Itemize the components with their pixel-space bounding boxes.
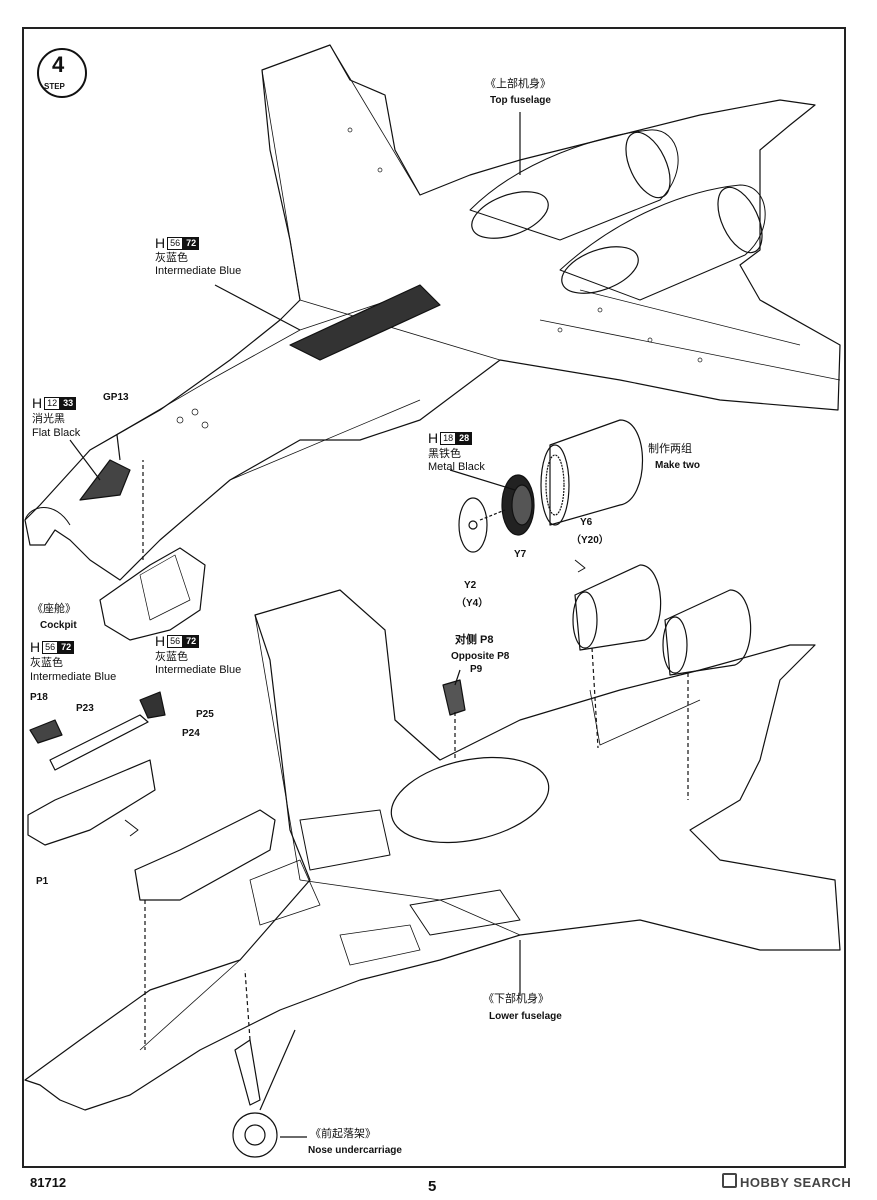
part-p18 bbox=[29, 719, 63, 744]
paint-2-en: Metal Black bbox=[428, 461, 485, 473]
paint-4-en: Intermediate Blue bbox=[155, 664, 242, 676]
part-p23 bbox=[49, 714, 149, 771]
part-p25 bbox=[139, 691, 166, 719]
watermark-logo-icon bbox=[722, 1173, 737, 1188]
nose-gear-strut bbox=[234, 1039, 261, 1106]
lower-fuselage-cn: 《下部机身》 bbox=[483, 993, 549, 1005]
top-fuselage-en: Top fuselage bbox=[490, 95, 551, 106]
cockpit-cn: 《座舱》 bbox=[32, 603, 76, 615]
paint-0-cn: 灰蓝色 bbox=[155, 252, 188, 264]
nose-undercarriage-en: Nose undercarriage bbox=[308, 1145, 402, 1156]
step-number: 4 bbox=[52, 52, 65, 77]
lower-nozzle-left bbox=[574, 564, 662, 651]
make-two-en: Make two bbox=[655, 460, 701, 471]
nozzle-y6 bbox=[549, 419, 644, 526]
part-p18-label: P18 bbox=[30, 692, 48, 703]
paint-1-cn: 消光黑 bbox=[32, 413, 65, 425]
paint-1-en: Flat Black bbox=[32, 427, 81, 439]
nose-bay-panel bbox=[134, 809, 276, 901]
product-code: 81712 bbox=[30, 1175, 67, 1190]
part-y4-label: （Y4） bbox=[456, 598, 489, 609]
part-p9 bbox=[442, 679, 466, 716]
nose-undercarriage-cn: 《前起落架》 bbox=[310, 1128, 376, 1140]
paint-0-en: Intermediate Blue bbox=[155, 265, 242, 277]
part-y2-label: Y2 bbox=[464, 580, 477, 591]
paint-3-en: Intermediate Blue bbox=[30, 671, 117, 683]
lower-nozzle-right bbox=[664, 589, 752, 676]
part-p1-label: P1 bbox=[36, 876, 49, 887]
dorsal-panel bbox=[289, 284, 441, 361]
part-p1 bbox=[27, 759, 156, 846]
cockpit-en: Cockpit bbox=[40, 620, 77, 631]
lower-fuselage-outline bbox=[24, 589, 841, 1111]
cockpit-opening bbox=[79, 459, 131, 501]
page-frame bbox=[22, 27, 846, 1168]
paint-2-cn: 黑铁色 bbox=[428, 448, 461, 460]
nose-gear-wheel bbox=[232, 1112, 278, 1158]
part-p25-label: P25 bbox=[196, 709, 214, 720]
part-y2 bbox=[458, 497, 488, 553]
top-fuselage-cn: 《上部机身》 bbox=[485, 78, 551, 90]
part-y7-label: Y7 bbox=[514, 549, 527, 560]
cockpit-tub bbox=[99, 547, 206, 641]
part-y20-label: （Y20） bbox=[571, 535, 609, 546]
part-p23-label: P23 bbox=[76, 703, 94, 714]
page-number: 5 bbox=[428, 1178, 437, 1195]
part-p9-label: P9 bbox=[470, 664, 483, 675]
opposite-cn: 对侧 P8 bbox=[455, 634, 494, 646]
paint-4-cn: 灰蓝色 bbox=[155, 651, 188, 663]
lower-fuselage-en: Lower fuselage bbox=[489, 1011, 562, 1022]
watermark: HOBBY SEARCH bbox=[722, 1173, 851, 1190]
make-two-cn: 制作两组 bbox=[648, 443, 692, 455]
part-gp13-label: GP13 bbox=[103, 392, 129, 403]
part-y6-label: Y6 bbox=[580, 517, 593, 528]
opposite-en: Opposite P8 bbox=[451, 651, 510, 662]
step-label: STEP bbox=[44, 82, 65, 91]
part-p24-label: P24 bbox=[182, 728, 200, 739]
upper-fuselage-outline bbox=[24, 44, 841, 581]
paint-3-cn: 灰蓝色 bbox=[30, 657, 63, 669]
step-badge-circle bbox=[37, 48, 87, 98]
